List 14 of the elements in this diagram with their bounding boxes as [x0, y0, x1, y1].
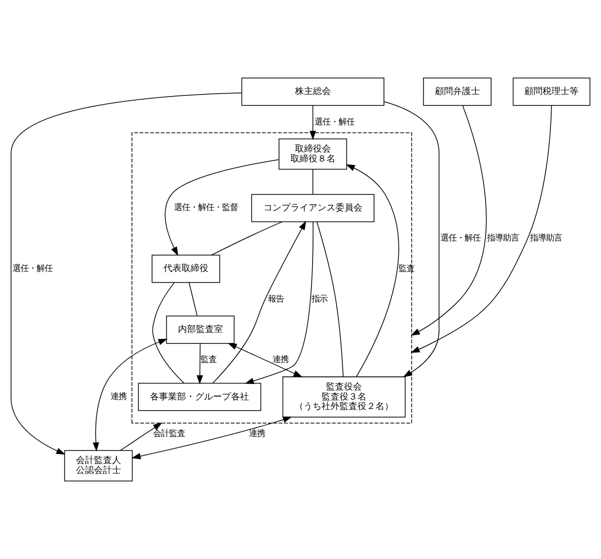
edge-label: 連携 — [272, 354, 289, 364]
edge-label: 会計監査 — [153, 428, 186, 438]
edge-label: 選任・解任・監督 — [174, 202, 238, 212]
edge-label: 選任・解任 — [440, 232, 481, 243]
edge-label: 指導助言 — [530, 232, 562, 243]
edge-label: 報告 — [268, 293, 284, 304]
edge-label: 指示 — [311, 293, 328, 304]
edge-label: 連携 — [248, 428, 265, 438]
edge-label: 選任・解任 — [12, 262, 53, 273]
edge-label: 連携 — [110, 391, 127, 402]
edge-label: 監査 — [398, 262, 415, 273]
edge-label: 選任・解任 — [314, 116, 355, 126]
edge-label: 指導助言 — [486, 232, 519, 243]
edge-label: 監査 — [200, 354, 216, 364]
